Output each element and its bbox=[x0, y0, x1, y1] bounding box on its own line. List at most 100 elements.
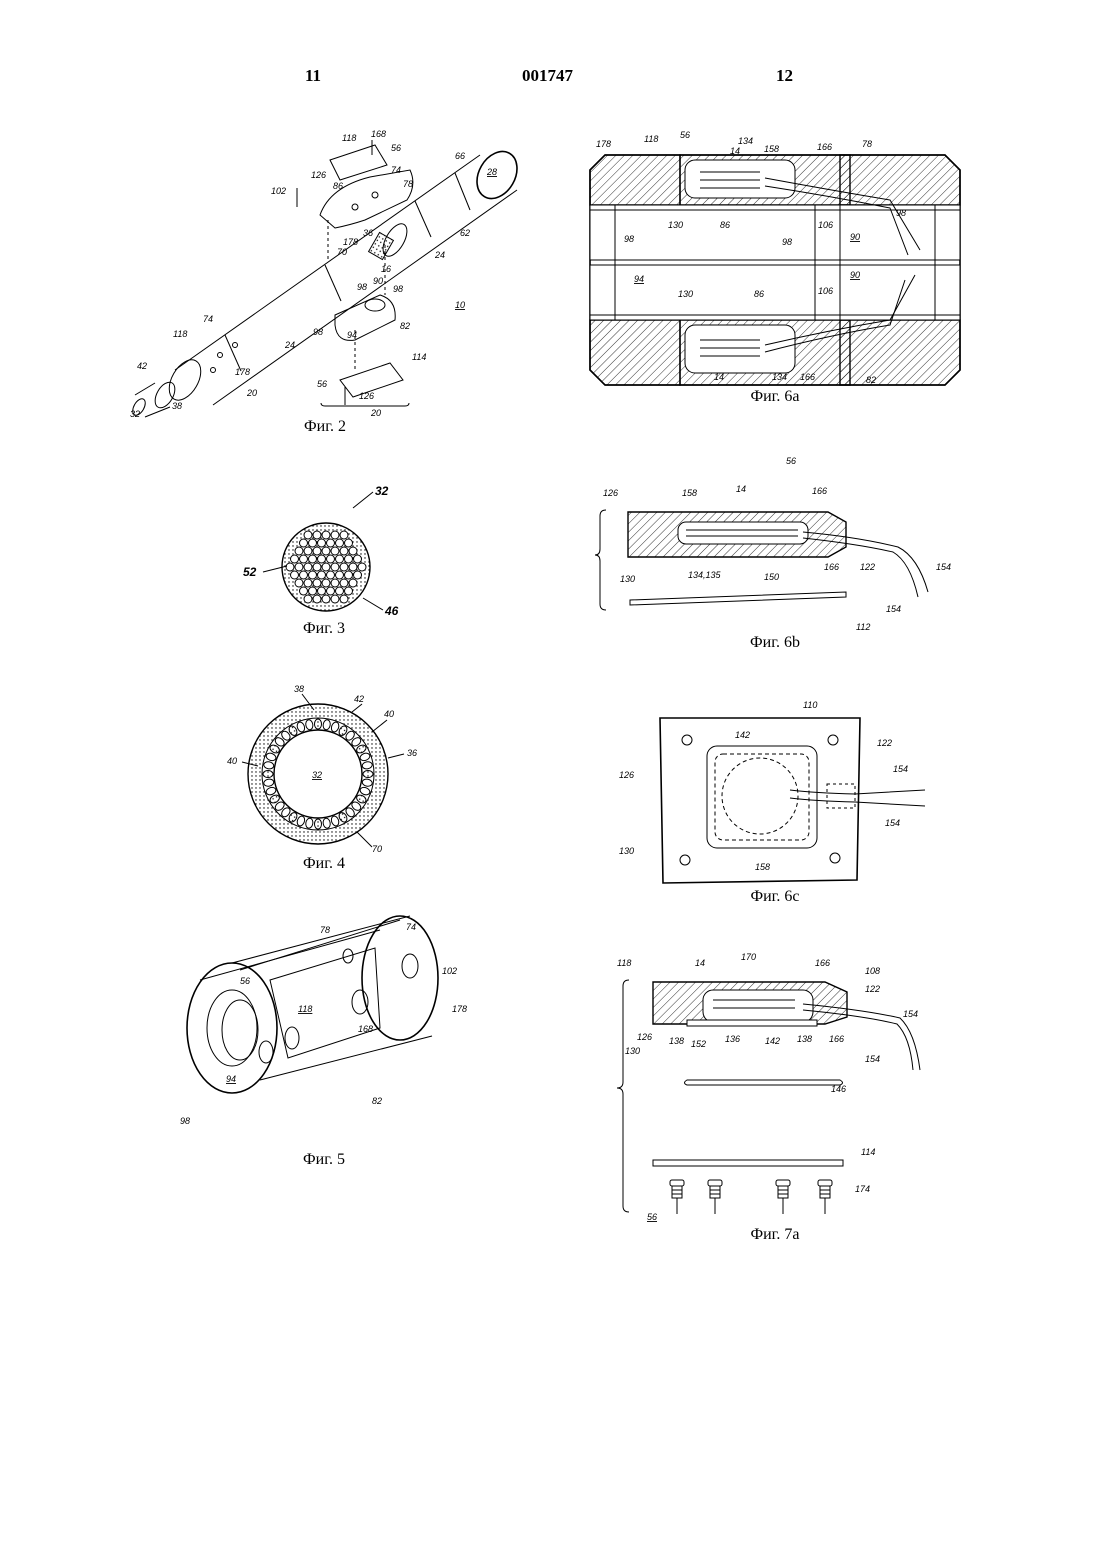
fig7a-label-14: 14 bbox=[695, 958, 705, 968]
fig5-label-82: 82 bbox=[372, 1096, 382, 1106]
fig4-label-40b: 40 bbox=[227, 756, 237, 766]
fig7a-label-154a: 154 bbox=[903, 1009, 918, 1019]
fig6a-label-14a: 14 bbox=[730, 146, 740, 156]
fig7a-label-152: 152 bbox=[691, 1039, 706, 1049]
figure-3-caption: Фиг. 3 bbox=[254, 620, 394, 638]
fig6c-label-154b: 154 bbox=[885, 818, 900, 828]
figure-7a-caption: Фиг. 7a bbox=[705, 1226, 845, 1244]
fig6a-label-86b: 86 bbox=[754, 289, 764, 299]
fig2-label-126: 126 bbox=[311, 170, 326, 180]
fig2-label-86: 86 bbox=[333, 181, 343, 191]
fig2-label-102: 102 bbox=[271, 186, 286, 196]
fig2-label-20: 20 bbox=[246, 388, 257, 398]
figure-5-caption: Фиг. 5 bbox=[254, 1151, 394, 1169]
fig6c-label-158: 158 bbox=[755, 862, 770, 872]
fig6a-label-178: 178 bbox=[596, 139, 611, 149]
fig2-label-20b: 20 bbox=[370, 408, 381, 418]
figure-7a-drawing: 118 14 170 166 108 122 154 126 130 138 1… bbox=[615, 952, 955, 1222]
fig6c-label-126: 126 bbox=[619, 770, 634, 780]
fig4-label-70: 70 bbox=[372, 844, 382, 854]
fig5-label-74: 74 bbox=[406, 922, 416, 932]
fig6a-label-14b: 14 bbox=[714, 372, 724, 382]
figure-4-drawing: 38 42 40 40 36 32 70 bbox=[222, 682, 432, 857]
fig6b-label-154a: 154 bbox=[936, 562, 951, 572]
document-number: 001747 bbox=[522, 66, 573, 86]
fig2-label-98b: 98 bbox=[393, 284, 403, 294]
fig6a-label-106b: 106 bbox=[818, 286, 833, 296]
fig2-label-82: 82 bbox=[400, 321, 410, 331]
fig6a-label-82: 82 bbox=[866, 375, 876, 385]
fig6a-label-98a: 98 bbox=[896, 208, 906, 218]
fig2-label-178b: 178 bbox=[235, 367, 250, 377]
figure-6b-drawing: 56 126 158 14 166 130 134,135 150 166 12… bbox=[598, 452, 968, 637]
fig2-label-98a: 98 bbox=[357, 282, 367, 292]
fig2-label-32: 32 bbox=[130, 409, 140, 419]
fig2-label-114: 114 bbox=[412, 352, 426, 362]
fig5-label-98: 98 bbox=[180, 1116, 190, 1126]
fig6c-label-130: 130 bbox=[619, 846, 634, 856]
fig7a-label-130: 130 bbox=[625, 1046, 640, 1056]
fig7a-label-56: 56 bbox=[647, 1212, 657, 1222]
fig4-label-42: 42 bbox=[354, 694, 364, 704]
fig7a-label-108: 108 bbox=[865, 966, 880, 976]
fig6a-label-134a: 134 bbox=[738, 136, 753, 146]
figure-2-caption: Фиг. 2 bbox=[255, 418, 395, 436]
fig2-label-90: 90 bbox=[373, 276, 383, 286]
fig6b-label-166b: 166 bbox=[824, 562, 839, 572]
fig7a-label-114: 114 bbox=[861, 1147, 875, 1157]
fig7a-label-138b: 138 bbox=[797, 1034, 812, 1044]
fig6a-label-166a: 166 bbox=[817, 142, 832, 152]
figure-6b-caption: Фиг. 6b bbox=[705, 634, 845, 652]
fig6a-label-98b: 98 bbox=[624, 234, 634, 244]
fig6a-label-130b: 130 bbox=[678, 289, 693, 299]
right-page-number: 12 bbox=[776, 66, 793, 86]
fig2-label-10: 10 bbox=[455, 300, 465, 310]
fig2-label-118: 118 bbox=[342, 133, 356, 143]
fig6b-label-14: 14 bbox=[736, 484, 746, 494]
figure-6a-drawing: 178 118 56 134 14 158 166 78 130 86 106 … bbox=[590, 130, 970, 390]
fig2-label-42: 42 bbox=[137, 361, 147, 371]
fig4-label-32: 32 bbox=[312, 770, 322, 780]
fig6a-label-94: 94 bbox=[634, 274, 644, 284]
fig5-label-56: 56 bbox=[240, 976, 250, 986]
fig2-label-118b: 118 bbox=[173, 329, 187, 339]
fig5-label-94: 94 bbox=[226, 1074, 236, 1084]
fig5-label-118: 118 bbox=[298, 1004, 312, 1014]
fig5-label-178: 178 bbox=[452, 1004, 467, 1014]
fig6a-label-166b: 166 bbox=[800, 372, 815, 382]
fig7a-label-166b: 166 bbox=[829, 1034, 844, 1044]
figure-6c-caption: Фиг. 6c bbox=[705, 888, 845, 906]
fig6b-label-134-135: 134,135 bbox=[688, 570, 722, 580]
fig2-label-24b: 24 bbox=[284, 340, 295, 350]
fig7a-label-166a: 166 bbox=[815, 958, 830, 968]
figure-2-drawing: 168 118 56 126 74 78 102 86 66 28 178 36… bbox=[125, 125, 545, 425]
fig7a-label-170: 170 bbox=[741, 952, 756, 962]
fig4-label-36: 36 bbox=[407, 748, 417, 758]
fig7a-label-154b: 154 bbox=[865, 1054, 880, 1064]
fig7a-label-118: 118 bbox=[617, 958, 631, 968]
fig6c-label-122: 122 bbox=[877, 738, 892, 748]
figure-3-drawing: 32 52 46 bbox=[235, 480, 435, 625]
fig6a-label-98c: 98 bbox=[782, 237, 792, 247]
fig2-label-38: 38 bbox=[172, 401, 182, 411]
fig6b-label-112: 112 bbox=[856, 622, 870, 632]
fig6b-label-154b: 154 bbox=[886, 604, 901, 614]
fig5-label-102: 102 bbox=[442, 966, 457, 976]
fig6a-label-158: 158 bbox=[764, 144, 779, 154]
fig2-label-168: 168 bbox=[371, 129, 386, 139]
fig6a-label-130a: 130 bbox=[668, 220, 683, 230]
fig2-label-178: 178 bbox=[343, 237, 358, 247]
fig2-label-62: 62 bbox=[460, 228, 470, 238]
fig7a-label-122: 122 bbox=[865, 984, 880, 994]
fig6c-label-142: 142 bbox=[735, 730, 750, 740]
fig2-label-74: 74 bbox=[391, 165, 401, 175]
fig6b-label-130: 130 bbox=[620, 574, 635, 584]
fig6a-label-56: 56 bbox=[680, 130, 690, 140]
fig4-label-40a: 40 bbox=[384, 709, 394, 719]
fig7a-label-136: 136 bbox=[725, 1034, 740, 1044]
left-page-number: 11 bbox=[305, 66, 321, 86]
fig2-label-36: 36 bbox=[363, 228, 373, 238]
fig6a-label-78: 78 bbox=[862, 139, 872, 149]
figure-5-drawing: 78 74 56 102 118 168 178 94 98 82 bbox=[170, 918, 480, 1153]
fig6b-label-122: 122 bbox=[860, 562, 875, 572]
